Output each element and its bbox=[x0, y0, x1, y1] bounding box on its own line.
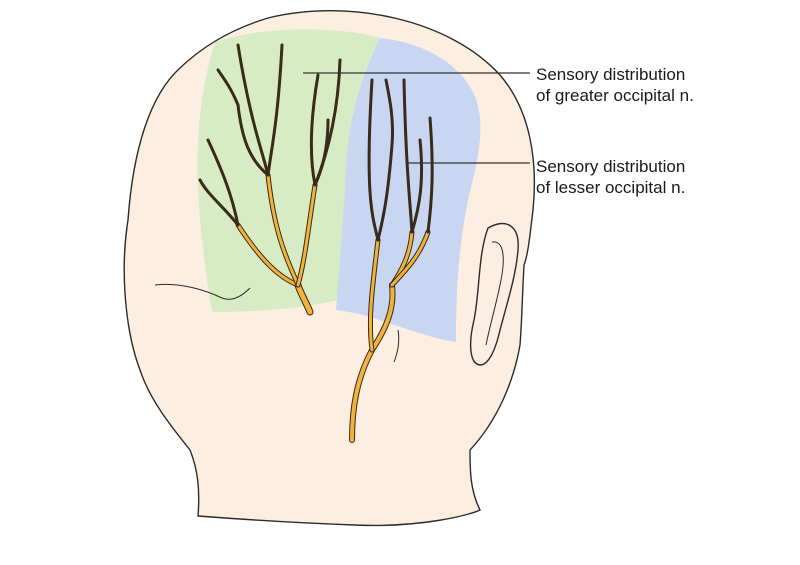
lesser-occipital-label-line1: Sensory distribution bbox=[536, 157, 686, 176]
skin-crease-right bbox=[393, 329, 400, 363]
greater-occipital-label: Sensory distribution of greater occipita… bbox=[536, 64, 786, 106]
lesser-occipital-label: Sensory distribution of lesser occipital… bbox=[536, 156, 786, 198]
ear bbox=[469, 223, 519, 366]
greater-occipital-label-line2: of greater occipital n. bbox=[536, 86, 694, 105]
greater-occipital-nerve bbox=[198, 43, 342, 316]
greater-occipital-label-line1: Sensory distribution bbox=[536, 65, 686, 84]
greater-occipital-region bbox=[197, 29, 380, 312]
skin-crease-left bbox=[154, 283, 251, 300]
lesser-occipital-label-line2: of lesser occipital n. bbox=[536, 178, 686, 197]
ear-inner bbox=[485, 241, 504, 346]
lesser-occipital-nerve bbox=[349, 78, 434, 443]
